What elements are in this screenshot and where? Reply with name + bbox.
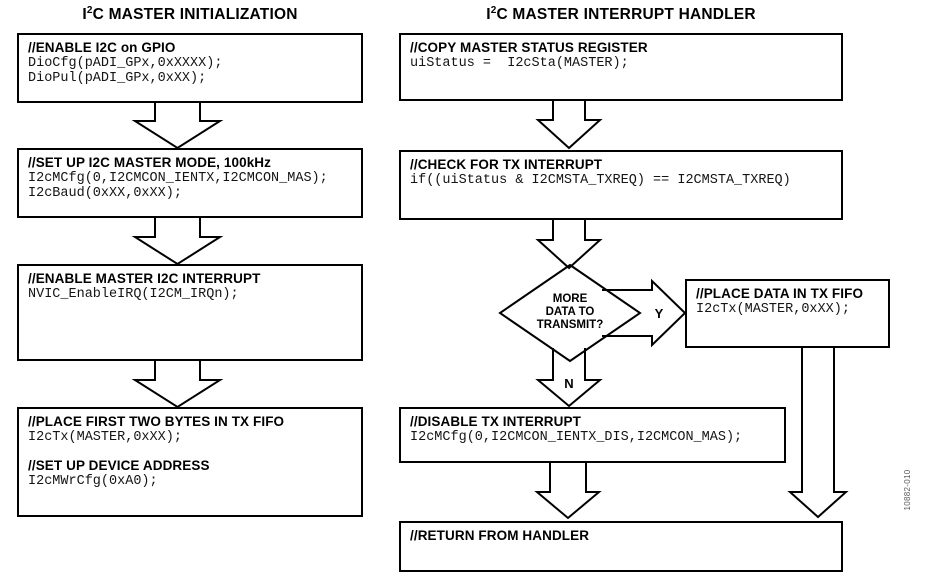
box-copy-status-register: //COPY MASTER STATUS REGISTER uiStatus =… [399, 33, 843, 101]
box-heading: //DISABLE TX INTERRUPT [410, 414, 581, 429]
code-line: DioPul(pADI_GPx,0xXX); [28, 71, 207, 86]
arrow-down-icon [131, 360, 224, 409]
box-return-from-handler: //RETURN FROM HANDLER [399, 521, 843, 572]
yes-branch-label: Y [654, 306, 664, 321]
title-text: C MASTER INTERRUPT HANDLER [496, 6, 756, 23]
code-line: I2cBaud(0xXX,0xXX); [28, 186, 182, 201]
code-line: I2cTx(MASTER,0xXX); [28, 430, 182, 445]
box-heading: //COPY MASTER STATUS REGISTER [410, 40, 648, 55]
box-heading: //RETURN FROM HANDLER [410, 528, 590, 543]
box-heading: //ENABLE MASTER I2C INTERRUPT [28, 271, 261, 286]
code-line: I2cTx(MASTER,0xXX); [696, 302, 850, 317]
code-line: NVIC_EnableIRQ(I2CM_IRQn); [28, 287, 239, 302]
arrow-down-icon [131, 218, 224, 266]
code-line: if((uiStatus & I2CMSTA_TXREQ) == I2CMSTA… [410, 173, 791, 188]
box-disable-tx-interrupt: //DISABLE TX INTERRUPT I2cMCfg(0,I2CMCON… [399, 407, 786, 463]
title-text: I [486, 6, 491, 23]
code-line: I2cMWrCfg(0xA0); [28, 474, 158, 489]
title-superscript: 2 [86, 4, 93, 16]
arrow-down-icon [535, 220, 603, 270]
figure-number: 10882-010 [903, 469, 912, 511]
box-heading: //SET UP I2C MASTER MODE, 100kHz [28, 155, 272, 170]
box-enable-master-interrupt: //ENABLE MASTER I2C INTERRUPT NVIC_Enabl… [17, 264, 363, 361]
decision-line: MORE [552, 293, 588, 305]
decision-more-data-label: MORE DATA TO TRANSMIT? [500, 293, 640, 332]
box-heading: //SET UP DEVICE ADDRESS [28, 458, 210, 473]
left-flow-title: I2C MASTER INITIALIZATION [17, 4, 363, 24]
decision-line: TRANSMIT? [536, 319, 604, 331]
arrow-down-icon [534, 463, 602, 520]
box-place-first-bytes: //PLACE FIRST TWO BYTES IN TX FIFO I2cTx… [17, 407, 363, 517]
arrow-down-icon [131, 103, 224, 150]
box-place-data-tx-fifo: //PLACE DATA IN TX FIFO I2cTx(MASTER,0xX… [685, 279, 890, 348]
code-line: I2cMCfg(0,I2CMCON_IENTX,I2CMCON_MAS); [28, 171, 328, 186]
arrow-down-icon [535, 101, 603, 150]
title-text: C MASTER INITIALIZATION [92, 6, 298, 23]
right-flow-title: I2C MASTER INTERRUPT HANDLER [399, 4, 843, 24]
box-heading: //PLACE DATA IN TX FIFO [696, 286, 864, 301]
arrow-down-no-icon [535, 348, 603, 408]
box-heading: //PLACE FIRST TWO BYTES IN TX FIFO [28, 414, 285, 429]
decision-diamond-shape [498, 263, 642, 363]
arrow-down-long-icon [787, 348, 849, 519]
code-line: I2cMCfg(0,I2CMCON_IENTX_DIS,I2CMCON_MAS)… [410, 430, 743, 445]
box-heading: //ENABLE I2C on GPIO [28, 40, 176, 55]
no-branch-label: N [564, 376, 574, 391]
decision-line: DATA TO [545, 306, 595, 318]
code-line: DioCfg(pADI_GPx,0xXXXX); [28, 56, 223, 71]
box-heading: //CHECK FOR TX INTERRUPT [410, 157, 603, 172]
title-superscript: 2 [490, 4, 497, 16]
box-check-tx-interrupt: //CHECK FOR TX INTERRUPT if((uiStatus & … [399, 150, 843, 220]
box-setup-master-mode: //SET UP I2C MASTER MODE, 100kHz I2cMCfg… [17, 148, 363, 218]
code-line: uiStatus = I2cSta(MASTER); [410, 56, 629, 71]
box-enable-gpio: //ENABLE I2C on GPIO DioCfg(pADI_GPx,0xX… [17, 33, 363, 103]
title-text: I [82, 6, 87, 23]
